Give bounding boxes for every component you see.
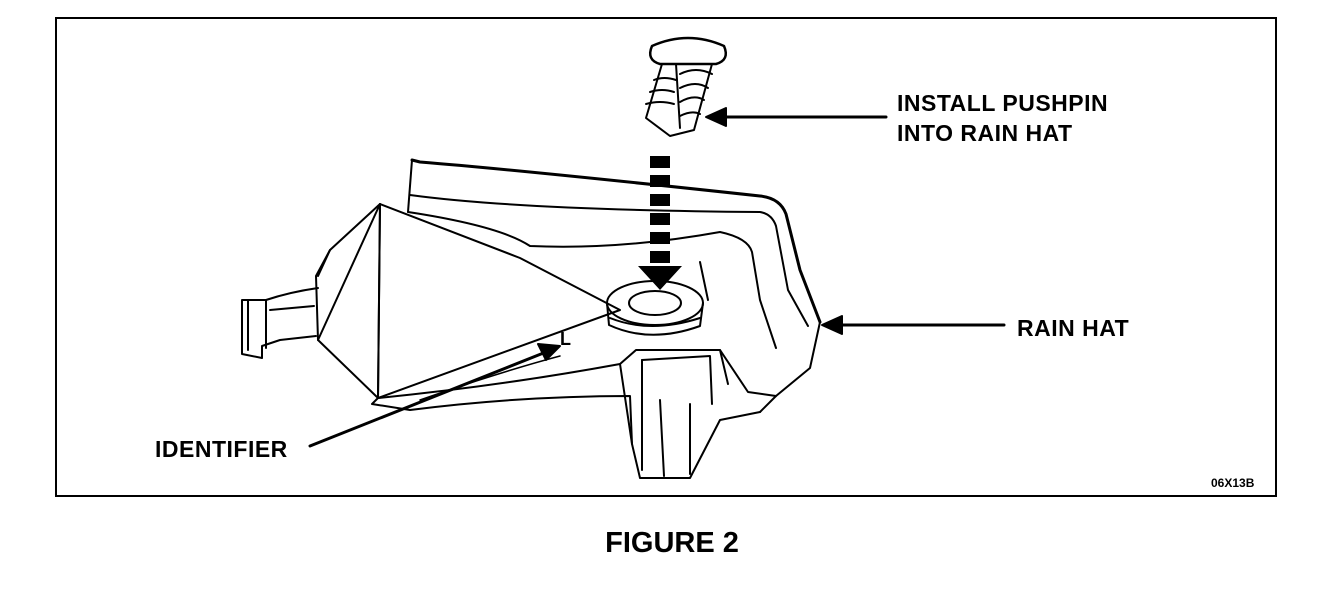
install-label-line-1: INSTALL PUSHPIN (897, 90, 1109, 116)
pushpin-leader-arrow (705, 107, 888, 127)
identifier-label: IDENTIFIER (155, 436, 288, 462)
pushpin (645, 36, 727, 137)
install-direction-arrow (638, 156, 682, 290)
rain-hat-label: RAIN HAT (1017, 315, 1130, 341)
rain-hat-leader-arrow (821, 315, 1006, 335)
install-label-line-2: INTO RAIN HAT (897, 120, 1073, 146)
figure-caption: FIGURE 2 (605, 527, 739, 559)
identifier-leader-arrow (308, 343, 561, 448)
rain-hat-part (241, 158, 822, 479)
identifier-mark: L (560, 329, 571, 349)
install-pushpin-label: INSTALL PUSHPIN INTO RAIN HAT (897, 88, 1108, 148)
figure-code: 06X13B (1211, 476, 1255, 490)
figure-frame (55, 17, 1277, 497)
